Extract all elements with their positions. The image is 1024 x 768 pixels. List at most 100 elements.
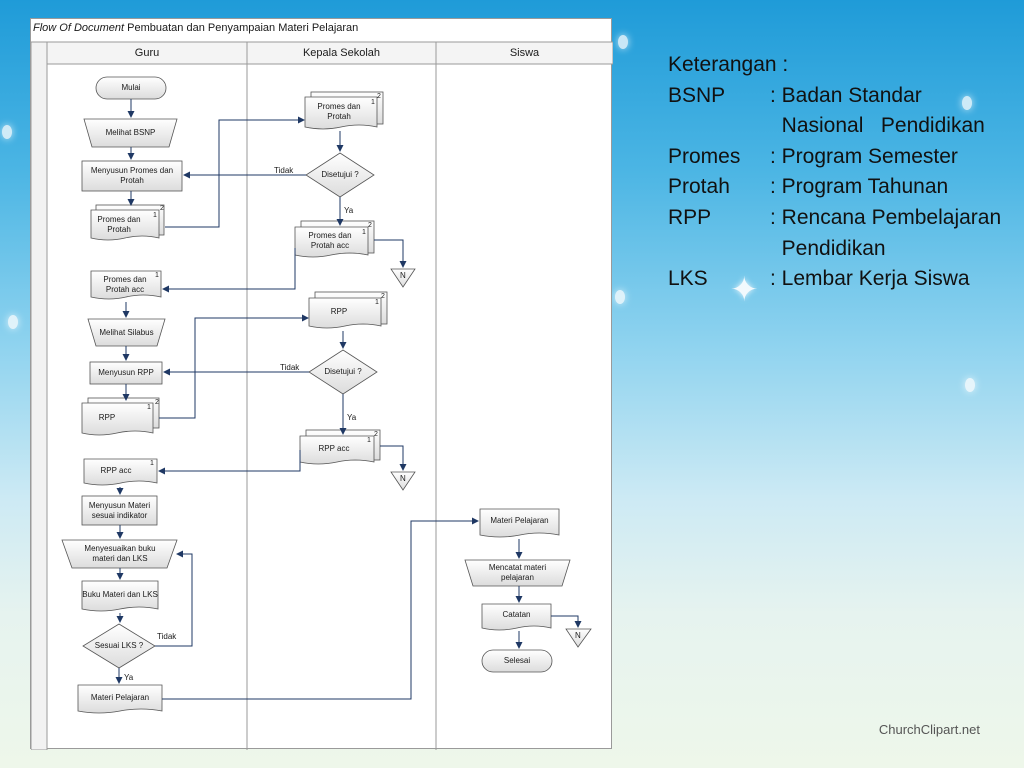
legend-row: BSNP : Badan Standar: [668, 81, 922, 112]
copy-number: 1: [155, 272, 159, 279]
light-dot: [965, 378, 975, 392]
lane-header-kepala-sekolah: Kepala Sekolah: [302, 47, 381, 59]
edge-label-tidak-3: Tidak: [157, 632, 177, 641]
watermark: ChurchClipart.net: [878, 722, 980, 737]
document-kepsek-promes-acc: [294, 226, 369, 258]
legend-value: : Program Tahunan: [770, 175, 949, 199]
document-kepsek-promes: [304, 96, 378, 130]
document-rpp-acc-guru: [83, 458, 158, 486]
document-materi-guru: [77, 684, 163, 714]
light-dot: [2, 125, 12, 139]
node-label-rpp-guru: RPP: [98, 413, 116, 422]
legend-row: LKS : Lembar Kerja Siswa: [668, 264, 970, 295]
legend-value: : Rencana Pembelajaran: [770, 205, 1002, 229]
legend-heading: Keterangan :: [668, 53, 789, 76]
lane-header-guru: Guru: [134, 47, 160, 59]
manual-op-mencatat: [464, 559, 571, 587]
node-label-disetujui-1: Disetujui ?: [321, 170, 359, 179]
manual-op-menyesuaikan: [61, 539, 178, 569]
legend-value: Nasional Pendidikan: [770, 114, 985, 138]
copy-number: 1: [153, 212, 157, 219]
node-label-menyesuaikan: Menyesuaikan buku materi dan LKS: [84, 544, 156, 563]
process-menyusun-materi: [81, 495, 158, 526]
copy-number: 2: [368, 222, 372, 229]
manual-op-melihat-bsnp: [83, 118, 178, 148]
copy-number: 1: [150, 460, 154, 467]
legend-key: BSNP: [668, 83, 726, 107]
node-label-catatan: Catatan: [502, 610, 531, 619]
legend-key: Protah: [668, 175, 730, 199]
copy-number: 2: [160, 205, 164, 212]
light-dot: [615, 290, 625, 304]
legend-row: RPP : Rencana Pembelajaran: [668, 203, 1001, 234]
node-label-mencatat: Mencatat materi pelajaran: [488, 563, 547, 582]
legend-value: : Program Semester: [770, 144, 958, 168]
sparkle-decoration: ✦: [730, 271, 759, 309]
copy-number: 1: [375, 299, 379, 306]
edge-label-ya-1: Ya: [344, 206, 354, 215]
node-label-siswa-materi: Materi Pelajaran: [490, 516, 549, 525]
node-label-kepsek-rpp: RPP: [330, 307, 348, 316]
node-label-menyusun-rpp: Menyusun RPP: [98, 368, 154, 377]
copy-number: 2: [381, 293, 385, 300]
legend-row: Nasional Pendidikan: [668, 111, 985, 142]
light-dot: [8, 315, 18, 329]
node-label-sesuai-lks: Sesuai LKS ?: [94, 641, 144, 650]
node-label-melihat-silabus: Melihat Silabus: [99, 327, 154, 337]
legend-key: LKS: [668, 267, 708, 291]
edge-label-tidak-1: Tidak: [274, 166, 294, 175]
offpage-n-3: [565, 628, 592, 648]
offpage-n-2: [390, 471, 416, 491]
diagram-title: Flow Of Document Pembuatan dan Penyampai…: [33, 22, 359, 34]
terminator-selesai: [481, 649, 553, 673]
document-buku-materi: [81, 580, 159, 612]
copy-number: 1: [371, 99, 375, 106]
legend-key: Promes: [668, 144, 741, 168]
node-label-melihat-bsnp: Melihat BSNP: [105, 128, 156, 137]
document-kepsek-rpp: [308, 297, 382, 329]
legend-panel: Keterangan : BSNP : Badan Standar Nasiona…: [668, 50, 1001, 295]
offpage-n-1: [390, 268, 416, 288]
connector-n-2: N: [400, 474, 406, 483]
legend-row: Protah : Program Tahunan: [668, 172, 948, 203]
document-siswa-materi: [479, 508, 560, 538]
legend-value: : Badan Standar: [770, 83, 922, 107]
copy-number: 2: [155, 399, 159, 406]
process-menyusun-promes: [81, 160, 183, 192]
flowchart-graphics: [31, 41, 613, 750]
legend-key: RPP: [668, 205, 712, 229]
copy-number: 1: [147, 404, 151, 411]
copy-number: 2: [374, 431, 378, 438]
document-promes-acc-guru: [90, 270, 162, 300]
lane-header-siswa: Siswa: [509, 47, 540, 59]
edge-label-ya-3: Ya: [124, 673, 134, 682]
node-label-disetujui-2: Disetujui ?: [324, 367, 362, 376]
legend-value: : Lembar Kerja Siswa: [770, 267, 970, 291]
node-label-kepsek-promes-acc: Promes dan Protah acc: [308, 231, 352, 250]
document-rpp-guru: [81, 402, 154, 436]
connector-n-1: N: [400, 271, 406, 280]
copy-number: 1: [367, 437, 371, 444]
copy-number: 1: [362, 229, 366, 236]
legend-value: Pendidikan: [770, 236, 886, 260]
node-label-menyusun-materi: Menyusun Materi sesuai indikator: [88, 500, 151, 520]
legend-row: Promes : Program Semester: [668, 142, 958, 173]
edge-label-tidak-2: Tidak: [280, 363, 300, 372]
connector-n-3: N: [575, 631, 581, 640]
node-label-promes-acc-guru: Promes dan Protah acc: [103, 275, 147, 294]
node-label-rpp-acc-guru: RPP acc: [100, 466, 132, 475]
node-label-mulai: Mulai: [121, 83, 141, 92]
light-dot: [962, 96, 972, 110]
document-catatan: [481, 603, 552, 631]
node-label-menyusun-promes: Menyusun Promes dan Protah: [90, 166, 174, 185]
node-label-kepsek-rpp-acc: RPP acc: [318, 444, 350, 453]
document-kepsek-rpp-acc: [299, 435, 375, 465]
document-promes-protah: [90, 209, 160, 241]
manual-op-melihat-silabus: [87, 318, 166, 347]
flowchart-panel: Flow Of Document Pembuatan dan Penyampai…: [30, 18, 613, 750]
swimlane-left-strip: [31, 41, 48, 750]
node-label-selesai: Selesai: [503, 656, 531, 665]
node-label-promes-protah: Promes dan Protah: [97, 215, 141, 234]
node-label-materi-guru: Materi Pelajaran: [90, 693, 150, 702]
node-label-kepsek-promes: Promes dan Protah: [317, 102, 361, 121]
